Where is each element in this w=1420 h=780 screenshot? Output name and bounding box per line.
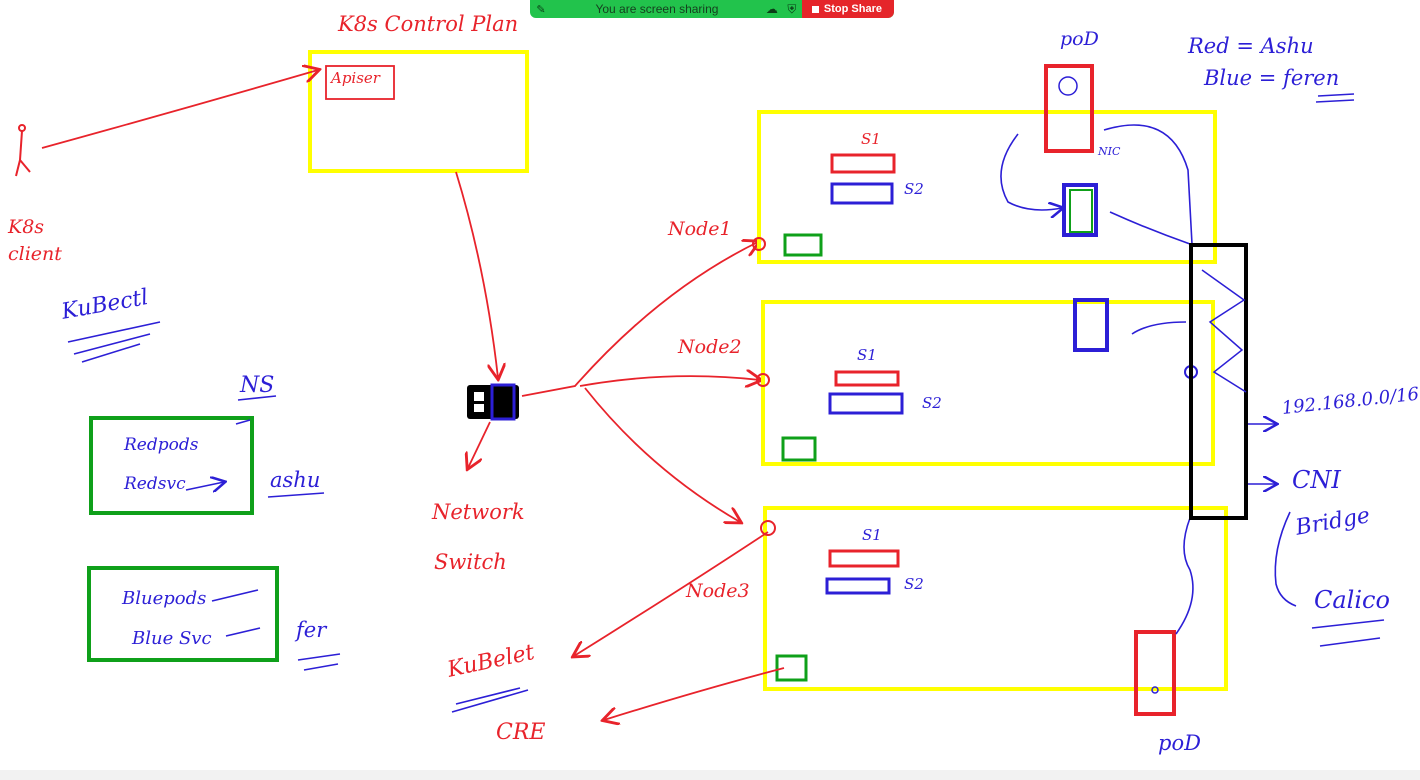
label-apiserver: Apiser [331,69,380,87]
label-switch: Switch [434,550,507,574]
node2-s1-service [834,370,900,387]
node3-kubelet-box [775,654,808,682]
kubelet-underline [451,687,529,713]
node3-to-cre-arrow [604,667,785,720]
label-cni: CNI [1292,466,1341,494]
node1-nic-link [1103,124,1193,245]
switch-down-arrow [468,421,491,468]
label-k8s-control-plane: K8s Control Plan [338,12,519,36]
kubectl-underline [67,321,161,363]
network-switch-icon [467,383,519,421]
security-shield-icon[interactable]: ⛨ [787,1,797,16]
pin-icon[interactable]: ✎ [536,3,546,16]
node3-pod-link [1175,517,1194,635]
pod-blue-node1-inner [1069,189,1093,233]
pod-red-bottom [1134,630,1176,716]
label-red-svc: Redsvc [124,474,186,494]
namespace-red-box [89,416,254,515]
label-network: Network [432,500,525,524]
node1-pod-to-bridge [1109,211,1191,245]
label-ashu: ashu [270,468,321,492]
screen-share-message: You are screen sharing [595,2,719,16]
screen-share-bar: ✎ You are screen sharing ☁ ⛨ Stop Share [530,0,894,18]
label-node1-s1: S1 [861,130,881,148]
node1-s2-service [830,182,894,205]
node1-box [757,110,1217,264]
node2-kubelet-box [781,436,817,462]
cloud-icon[interactable]: ☁ [765,2,778,16]
node1-nic-dot [752,237,766,251]
pod-red-bottom-icon [1151,686,1159,694]
node3-s1-service [828,549,900,568]
label-fer: fer [296,618,327,642]
label-node2: Node2 [678,336,742,358]
label-calico: Calico [1314,586,1390,614]
label-node3: Node3 [686,580,750,602]
node1-pod-cycle-arrow [1000,133,1062,210]
pod-red-top [1044,64,1094,153]
namespace-blue-box [87,566,279,662]
label-cre: CRE [496,720,546,745]
label-k8s-client: K8s client [8,216,62,265]
label-ns: NS [240,373,275,398]
ashu-underline [267,492,325,498]
switch-to node2-line [579,376,760,386]
stop-share-button[interactable]: Stop Share [801,0,894,18]
ns-underline [235,395,277,425]
calico-underline [1311,619,1385,647]
pod-blue-node2 [1073,298,1109,352]
node2-s2-service [828,392,904,415]
control-plane-box [308,50,529,173]
switch-to-node1-line [521,242,758,397]
label-node3-s2: S2 [904,575,924,593]
control-plane-to-switch-line [455,171,498,378]
cni-bridge-box [1189,243,1248,520]
node2-box [761,300,1215,466]
cni-bridge-zigzag [1201,269,1247,393]
fer-underline [297,653,341,671]
label-pod-top: poD [1060,28,1099,50]
label-blue-pods: Bluepods [122,588,207,609]
label-node2-s2: S2 [922,394,942,412]
node3-nic-dot [760,520,776,536]
label-pod-bottom: poD [1158,731,1201,755]
label-node2-s1: S1 [857,346,877,364]
node2-pod-link [1131,321,1187,335]
cni-brace [1274,511,1297,607]
node1-s1-service [830,153,896,174]
node1-kubelet-box [783,233,823,257]
blue-svc-stroke [225,627,261,637]
label-node1: Node1 [668,218,732,240]
label-legend-blue: Blue = feren [1204,66,1340,90]
label-legend-red: Red = Ashu [1188,34,1314,58]
switch-to-node3-line [584,387,740,522]
node3-to-kubelet-arrow [574,531,769,656]
k8s-client-figure [15,124,31,177]
bottom-edge [0,770,1420,780]
label-nic: NIC [1098,145,1121,158]
pod-red-container-icon [1058,76,1078,96]
node3-box [763,506,1228,691]
blue-pods-stroke [211,589,259,602]
label-node3-s1: S1 [862,526,882,544]
apiserver-box [325,65,395,100]
label-blue-svc: Blue Svc [132,628,212,649]
node3-s2-service [825,577,891,595]
node2-nic-dot [756,373,770,387]
legend-underline [1315,93,1355,103]
red-svc-arrow [185,482,224,490]
stop-share-label: Stop Share [823,3,882,15]
label-red-pods: Redpods [124,435,199,455]
stop-square-icon [811,5,819,13]
client-to-apiserver-arrow [41,70,318,149]
label-node1-s2: S2 [904,180,924,198]
